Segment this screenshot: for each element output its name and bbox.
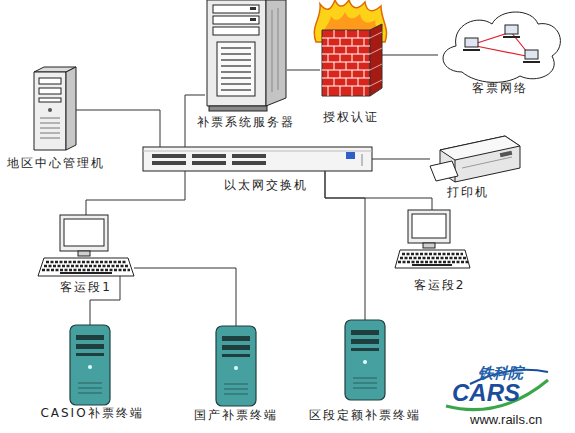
ethernet-switch: 以太网交换机 [143,147,372,171]
terminal-tower [70,325,110,405]
node-label: 客运段1 [60,279,112,295]
ticket-terminal: 区段定额补票终端 [345,320,385,400]
network-link [86,171,185,215]
server-box: 补票系统服务器 [205,0,287,112]
node-label: CASIO补票终端 [40,405,143,421]
network-cloud [443,12,560,82]
node-label: 客运段2 [414,277,466,293]
node-label: 国产补票终端 [194,407,278,423]
logo-wordmark: CARS [452,381,520,405]
workstation-computer [38,215,134,276]
network-link [287,70,320,71]
network-link [372,159,430,160]
network-link [134,268,236,326]
workstation-box: 客运段1 [38,215,134,276]
node-label: 打印机 [447,184,489,200]
network-link [382,55,438,56]
network-cloud-box: 客票网络 [438,8,562,80]
printer-box: 打印机 [430,135,520,183]
ticket-terminal: CASIO补票终端 [70,325,110,405]
node-label: 授权认证 [323,109,379,125]
node-label: 区段定额补票终端 [309,407,421,423]
workstation-box: 客运段2 [395,210,470,268]
workstation-computer [395,210,470,268]
ticket-terminal: 国产补票终端 [216,326,256,406]
management-tower [34,67,76,150]
node-label: 补票系统服务器 [197,114,295,130]
switch-chassis [143,147,372,171]
terminal-tower [216,326,256,406]
printer-device [430,136,520,182]
network-link [325,171,365,320]
firewall-wall [314,0,386,96]
management-computer: 地区中心管理机 [32,67,76,151]
logo-chinese: 铁科院 [478,366,523,381]
node-label: 以太网交换机 [224,177,308,193]
node-label: 客票网络 [472,80,528,96]
firewall-box: 授权认证 [320,2,382,97]
server-tower [207,0,286,111]
node-label: 地区中心管理机 [7,155,105,171]
website-url: www.rails.cn [470,413,542,426]
network-link [76,110,160,147]
terminal-tower [345,320,385,400]
network-link [325,171,432,210]
